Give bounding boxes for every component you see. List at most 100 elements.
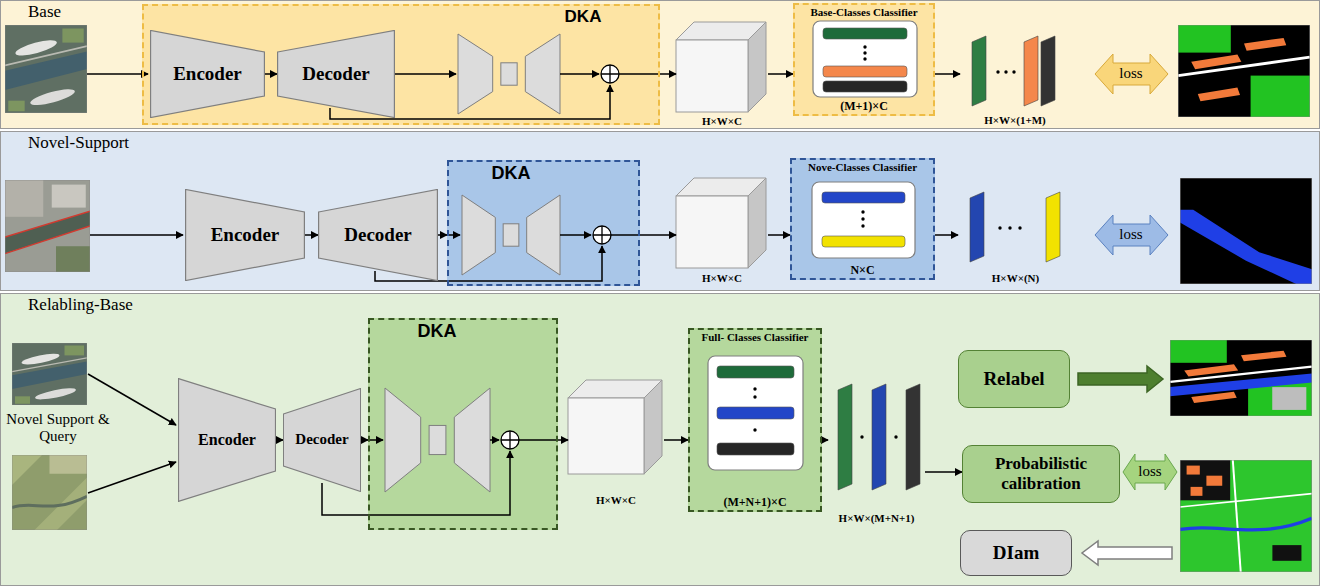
sum-symbol: [501, 431, 519, 449]
query-image-part: [50, 455, 88, 474]
label-map-part: [1191, 487, 1203, 496]
dka-out-arrow: [560, 234, 591, 236]
flow-arrow: [935, 73, 960, 75]
label-map: [1180, 460, 1312, 572]
ellipsis-dot: [753, 387, 756, 390]
support-image-part: [56, 246, 90, 272]
input-image-ground: [5, 25, 87, 113]
dka-squeeze: [458, 34, 493, 114]
query-image: [12, 455, 87, 530]
dka-squeeze: [462, 195, 495, 275]
label-holder: loss: [1119, 226, 1142, 243]
base-image-part: [12, 362, 87, 389]
ellipsis-dot: [860, 435, 863, 438]
label-map-part: [1180, 494, 1312, 507]
query-image-part: [12, 496, 87, 507]
label-map-frame: [1178, 25, 1310, 117]
query-image-frame: [12, 455, 87, 530]
decoder-block: Decoder: [318, 189, 438, 281]
loss-label: loss: [1138, 463, 1161, 480]
label-map-part: [1198, 88, 1240, 102]
label-map-ground: [1178, 25, 1310, 117]
encoder-block: Encoder: [185, 189, 305, 281]
dka-core: [503, 224, 519, 246]
classifier-title: Nove-Classes Classifier: [808, 161, 917, 174]
cube-front: [568, 398, 644, 474]
classifier-ground: [688, 328, 822, 512]
base-image-ground: [12, 343, 87, 405]
sum-symbol: [601, 65, 619, 83]
classifier-shape: (M+N+1)×C: [723, 496, 786, 510]
flow-arrow: [361, 439, 368, 441]
dka-core: [501, 63, 517, 85]
feature-tensor: H×W×C: [676, 176, 768, 286]
flow-arrow: [438, 234, 447, 236]
base-image: [12, 343, 87, 405]
label-map-ground: [1180, 178, 1312, 284]
region-ground: [368, 318, 558, 530]
score-map: [872, 384, 886, 490]
dka-in-arrow: [447, 234, 460, 236]
feature-tensor: H×W×C: [568, 378, 664, 508]
tensor-shape: H×W×(N): [992, 272, 1039, 285]
class-weight-bar: [717, 366, 794, 378]
label-map-part: [1180, 518, 1312, 530]
loss-arrow: [1095, 54, 1168, 94]
label-map-part: [1178, 57, 1310, 75]
flow-arrow: [558, 439, 568, 441]
base-image-frame: [12, 343, 87, 405]
ellipsis-dot: [1018, 226, 1021, 229]
encoder-block: Encoder: [150, 30, 265, 118]
ellipsis-dot: [861, 210, 864, 213]
decoder-block: Decoder: [283, 388, 361, 492]
classifier-ground: [790, 158, 935, 280]
label-map-frame: [1180, 178, 1312, 284]
support-image-part: [5, 211, 90, 237]
score-map: [838, 384, 852, 490]
loss-label: loss: [1119, 226, 1142, 243]
tensor-shape: H×W×(M+N+1): [839, 512, 915, 525]
step-label: Relabel: [983, 368, 1044, 390]
flow-arrow: [640, 234, 676, 236]
base-image-part: [15, 396, 30, 403]
class-weight-bar: [823, 81, 907, 92]
band-ground: [0, 0, 1320, 129]
support-image-part: [5, 226, 90, 254]
trapezoid-shape: [283, 389, 360, 492]
loss-arrow: [1123, 454, 1177, 490]
module-title: DKA: [418, 321, 457, 342]
label-map-part: [1206, 476, 1222, 486]
cube-side: [748, 22, 766, 112]
support-image-part: [5, 180, 43, 217]
classifier-box: Base-Classes Classifier(M+1)×C: [793, 3, 935, 116]
support-image-frame: [5, 180, 90, 272]
relabel-map-part: [1170, 340, 1227, 363]
relabel-map-frame: [1170, 340, 1312, 416]
relabel-arrow: [1078, 366, 1163, 392]
input-image-part: [29, 86, 76, 108]
stage-band: Novel-SupportEncoderDecoderDKAH×W×CNove-…: [0, 131, 1320, 291]
classifier-box: Nove-Classes ClassifierN×C: [790, 158, 935, 280]
label-holder: loss: [1119, 65, 1142, 82]
classifier-shape: N×C: [850, 264, 874, 278]
score-map: [906, 384, 920, 490]
dka-in-arrow: [368, 439, 383, 441]
stage-band: Relabling-BaseEncoderDecoderDKAH×W×CFull…: [0, 293, 1320, 586]
illustration-layer: [5, 21, 1312, 572]
cube-side: [748, 178, 766, 268]
ellipsis-dot: [996, 70, 999, 73]
process-box: DIam: [960, 530, 1072, 576]
band-title: Novel-Support: [28, 133, 129, 153]
score-map: [1041, 36, 1055, 106]
score-map: [1024, 36, 1038, 106]
module-name: Decoder: [295, 431, 348, 448]
dka-region: DKAEncoderDecoder: [142, 4, 660, 125]
input-image-part: [5, 46, 87, 65]
ellipsis-dot: [753, 428, 756, 431]
ellipsis-dot: [863, 51, 866, 54]
flow-arrow: [276, 439, 283, 441]
module-name: Encoder: [198, 431, 256, 449]
base-image-part: [12, 358, 87, 372]
region-ground: [447, 160, 640, 286]
band-ground: [0, 293, 1320, 586]
